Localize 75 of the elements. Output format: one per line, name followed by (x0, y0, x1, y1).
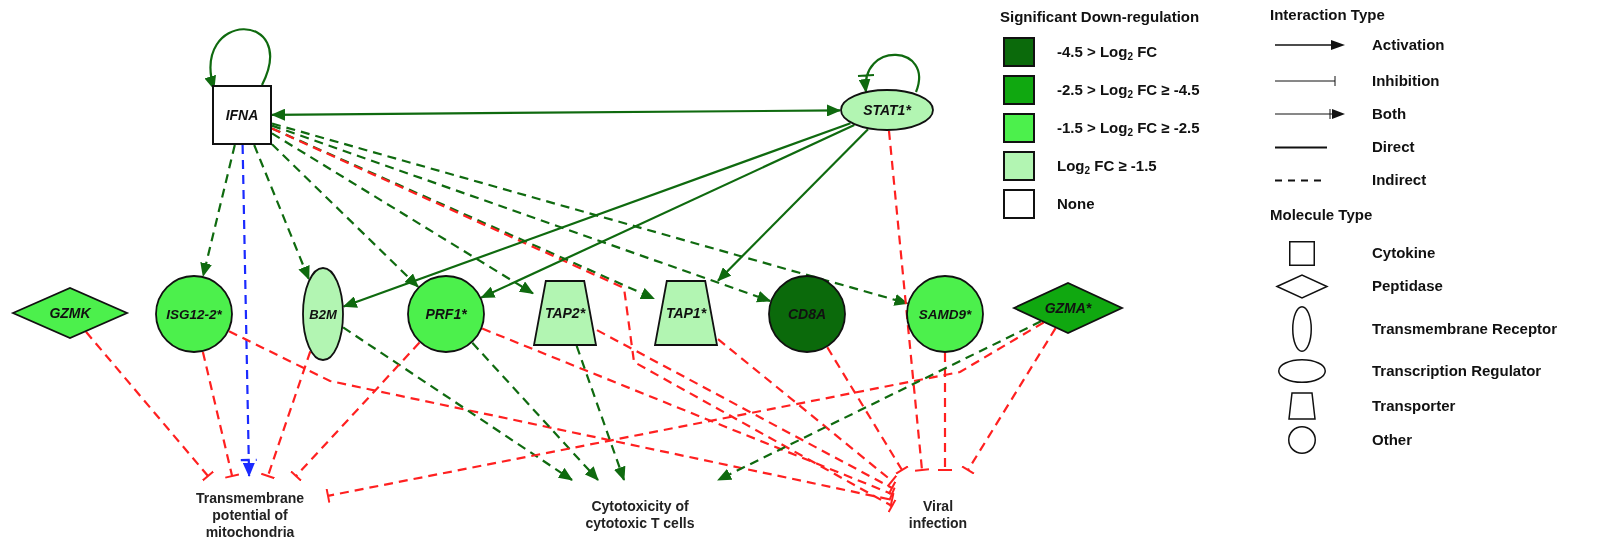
gene-name: CD8A (787, 306, 827, 322)
arrow (471, 342, 599, 481)
legend-label: -1.5 > Log$_{2}$ FC ≥ -2.5 (1057, 118, 1200, 138)
legend-label: Transcription Regulator (1372, 361, 1542, 381)
legend-label: Inhibition (1372, 71, 1440, 91)
ellipse-node (840, 89, 934, 131)
gene-name: SAMD9* (918, 306, 972, 322)
arrow (342, 122, 851, 308)
gene-name: B2M (309, 306, 337, 322)
legend-heading: Molecule Type (1270, 206, 1373, 223)
arrow (271, 127, 655, 300)
circle-node (407, 275, 485, 353)
inhibition-line (961, 327, 1057, 475)
trapezoid-node (533, 280, 597, 346)
arrow (239, 143, 258, 478)
legend-label: -4.5 > Log$_{2}$ FC (1057, 42, 1158, 62)
gene-name: STAT1* (863, 102, 911, 118)
arrow (200, 144, 236, 278)
legend-label: Both (1372, 104, 1407, 124)
inhibition-line (481, 327, 896, 502)
legend-label: Activation (1372, 35, 1445, 55)
outcome-label: Transmembrane potential of mitochondria (172, 476, 328, 542)
trapezoid-node (654, 280, 718, 346)
double-arrow (271, 104, 841, 121)
arrow (480, 124, 855, 299)
circle-node (155, 275, 233, 353)
inhibition-line (717, 338, 898, 488)
legend-heading: Interaction Type (1270, 6, 1385, 23)
inhibition-line (325, 321, 1045, 504)
inhibition-line (937, 353, 953, 471)
arrow (575, 345, 626, 481)
gene-name: TAP1* (665, 305, 707, 321)
inhibition-line (826, 346, 909, 475)
legend-label: Indirect (1372, 170, 1427, 190)
inhibition-line (271, 127, 897, 514)
legend-label: Other (1372, 430, 1412, 450)
arrow (717, 128, 869, 282)
arrow (253, 144, 310, 281)
arrow (271, 124, 772, 303)
legend-label: Peptidase (1372, 276, 1443, 296)
inhibition-line (887, 130, 930, 472)
arrow (271, 122, 909, 306)
legend-label: Transmembrane Receptor (1372, 319, 1558, 339)
inhibition-line (85, 331, 215, 482)
gene-name: ISG12-2* (166, 306, 222, 322)
arrow (717, 320, 1042, 481)
outcome-label: Viral infection (892, 470, 984, 538)
arrow (342, 326, 573, 481)
gene-name: GZMK (49, 305, 91, 321)
diamond-node (12, 287, 128, 339)
inhibition-line (596, 329, 897, 496)
diamond-node (1013, 282, 1123, 334)
gene-name: GZMA* (1044, 300, 1092, 316)
circle-node (906, 275, 984, 353)
inhibition-line (228, 330, 895, 508)
legend-heading: Significant Down-regulation (1000, 8, 1200, 25)
inhibition-line (260, 351, 312, 480)
inhibition-line (201, 351, 240, 479)
legend-label: Cytokine (1372, 243, 1436, 263)
legend-label: None (1057, 194, 1095, 214)
legend-label: -2.5 > Log$_{2}$ FC ≥ -4.5 (1057, 80, 1200, 100)
arrow (271, 143, 419, 288)
gene-name: IFNA (225, 107, 259, 123)
cytokine-square (212, 85, 272, 145)
outcome-label: Cytotoxicity of cytotoxic T cells (560, 480, 720, 538)
gene-name: PRF1* (425, 306, 467, 322)
arrow (271, 132, 534, 295)
circle-node (768, 275, 846, 353)
gene-name: TAP2* (544, 305, 586, 321)
legend-label: Log$_{2}$ FC ≥ -1.5 (1057, 156, 1157, 176)
inhibition-line (289, 341, 421, 482)
loop-arrow (856, 53, 920, 94)
legend-label: Transporter (1372, 396, 1456, 416)
legend-label: Direct (1372, 137, 1415, 157)
ellipse-node (302, 267, 344, 361)
